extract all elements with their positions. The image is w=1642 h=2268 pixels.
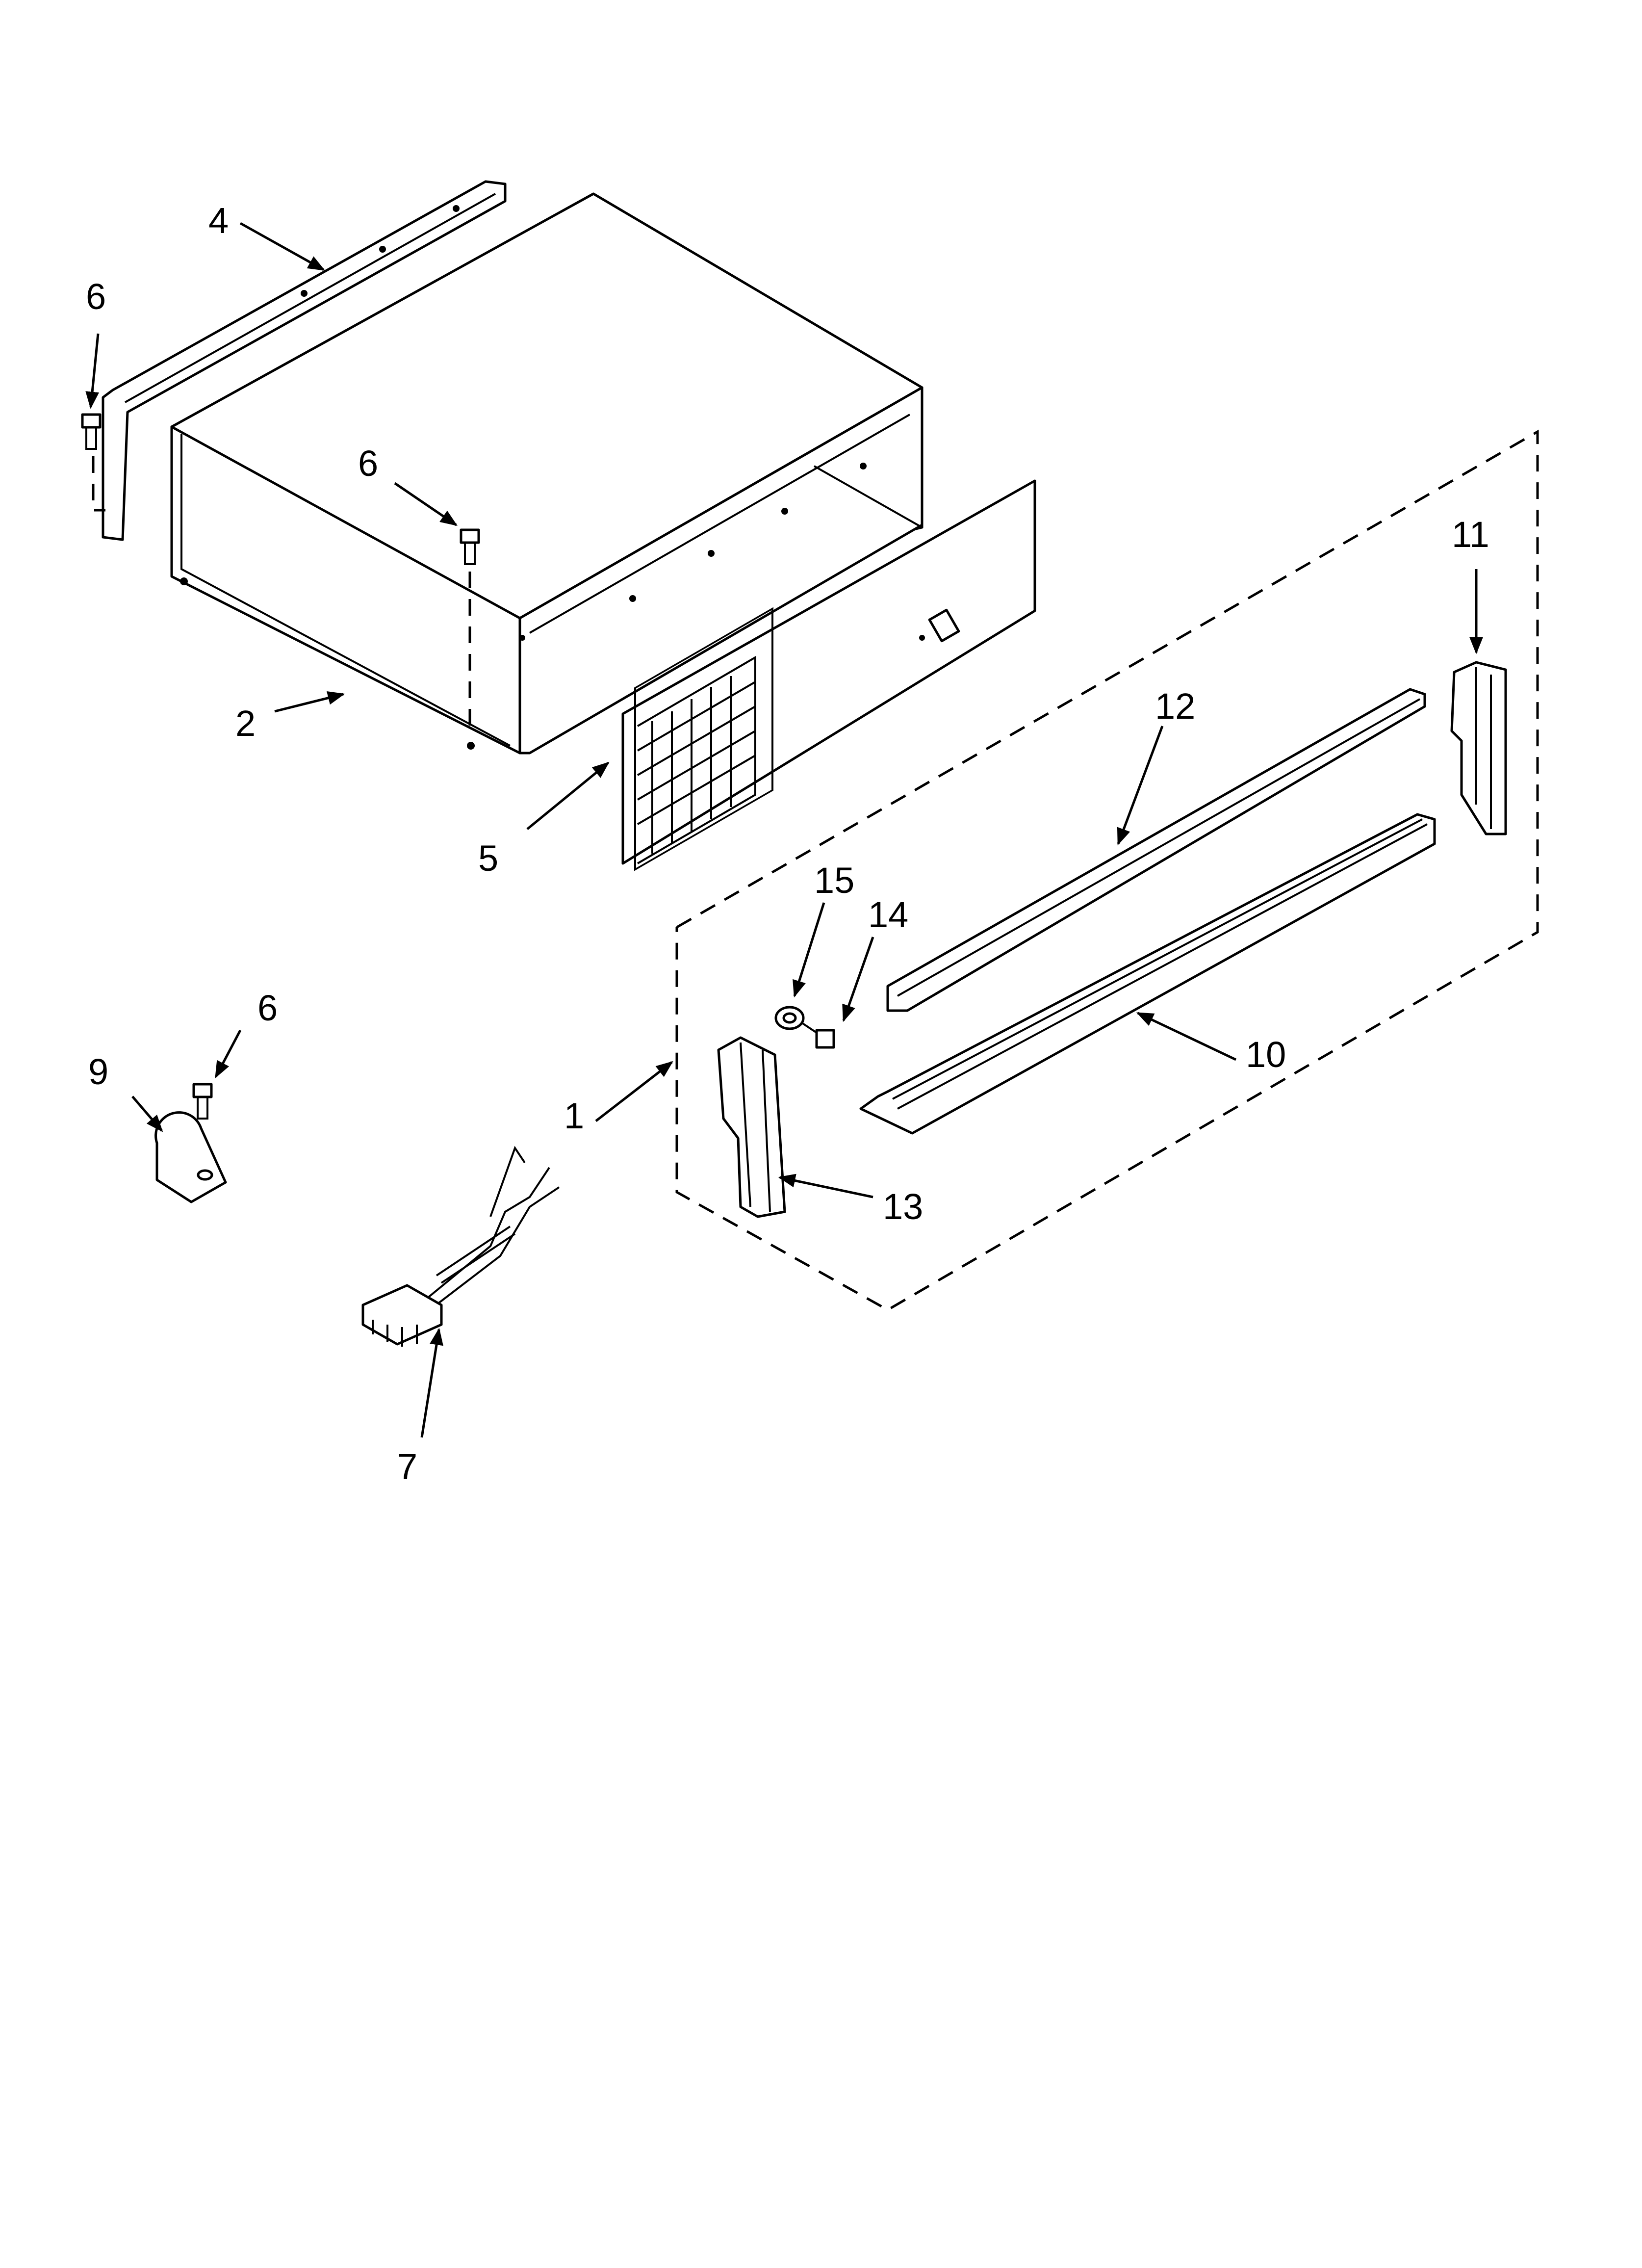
part-9-clamp bbox=[154, 1111, 227, 1203]
part-7-wire-harness bbox=[361, 1146, 560, 1347]
callout-4: 4 bbox=[208, 200, 229, 241]
part-2-cabinet-box bbox=[170, 192, 924, 755]
part-5-grille-panel bbox=[621, 479, 1036, 871]
callout-15: 15 bbox=[814, 860, 854, 901]
callout-6-center: 6 bbox=[358, 443, 378, 484]
part-6-screw-left bbox=[81, 413, 105, 512]
part-13-left-bracket bbox=[717, 1036, 786, 1218]
part-14-pin bbox=[801, 1022, 835, 1049]
callout-6-lower: 6 bbox=[257, 988, 278, 1028]
callout-5: 5 bbox=[478, 838, 498, 879]
part-11-right-bracket bbox=[1450, 661, 1507, 835]
part-6-screw-center bbox=[460, 528, 480, 736]
part-1-assembly-boundary bbox=[675, 429, 1539, 1311]
callout-6-left: 6 bbox=[86, 276, 106, 317]
part-12-upper-rail bbox=[886, 688, 1426, 1012]
callout-10: 10 bbox=[1246, 1034, 1286, 1075]
callout-9: 9 bbox=[88, 1051, 108, 1092]
part-10-lower-rail bbox=[859, 813, 1436, 1135]
part-15-grommet bbox=[774, 1006, 805, 1030]
callout-1: 1 bbox=[564, 1095, 584, 1136]
callout-12: 12 bbox=[1155, 686, 1195, 727]
callout-2: 2 bbox=[235, 703, 256, 744]
grille-vents bbox=[634, 607, 773, 871]
part-4-rear-bracket bbox=[102, 180, 507, 541]
leader-lines bbox=[85, 222, 1483, 1438]
callout-14: 14 bbox=[868, 894, 908, 935]
callout-7: 7 bbox=[397, 1446, 417, 1487]
callout-13: 13 bbox=[883, 1186, 923, 1227]
part-6-screw-lower bbox=[192, 1083, 213, 1120]
callout-11: 11 bbox=[1452, 514, 1489, 555]
